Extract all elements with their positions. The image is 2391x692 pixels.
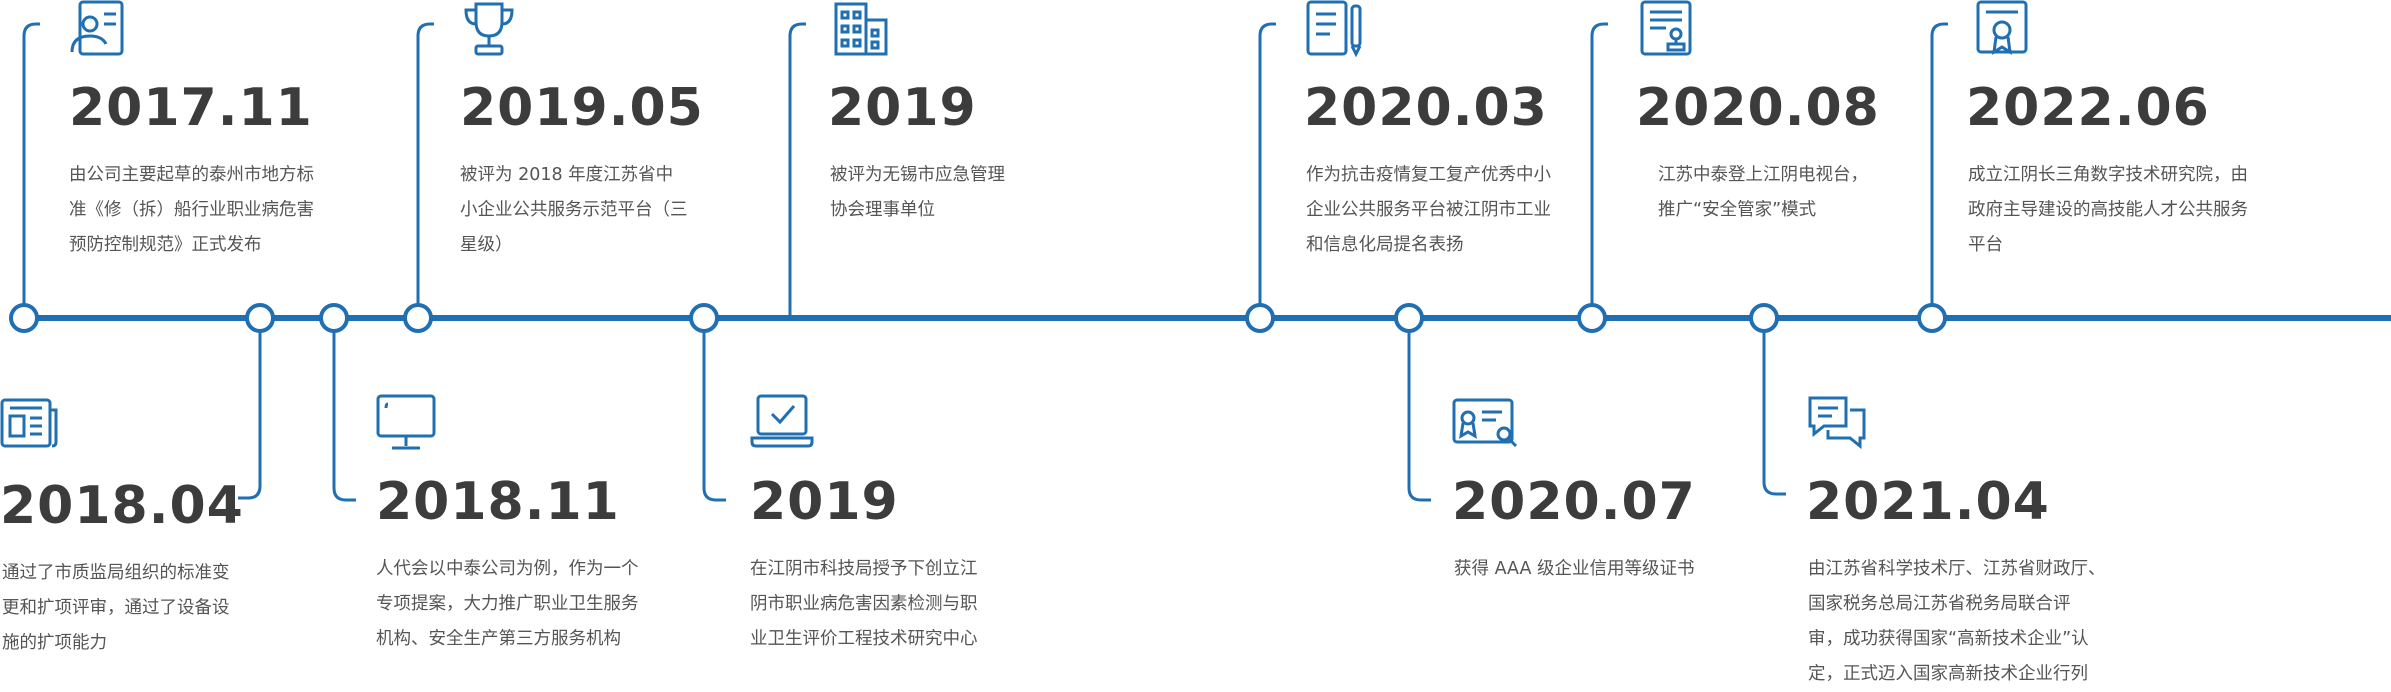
- connector-2017-11: [22, 22, 40, 306]
- connector-2020-03: [1258, 22, 1276, 306]
- connector-2018-11: [332, 330, 356, 502]
- year-2020-08: 2020.08: [1636, 78, 1880, 138]
- connector-2019-05: [416, 22, 434, 306]
- connector-2019-a: [788, 22, 806, 316]
- profile-icon: [66, 0, 126, 58]
- desc-2018-04: 通过了市质监局组织的标准变 更和扩项评审，通过了设备设 施的扩项能力: [2, 556, 230, 661]
- node-2018-04: [245, 303, 275, 333]
- desc-line: 阴市职业病危害因素检测与职: [750, 594, 978, 614]
- node-2022-06: [1917, 303, 1947, 333]
- desc-line: 准《修（拆）船行业职业病危害: [69, 200, 314, 220]
- desc-line: 预防控制规范》正式发布: [69, 235, 262, 255]
- year-2020-03: 2020.03: [1304, 78, 1548, 138]
- desc-line: 人代会以中泰公司为例，作为一个: [376, 559, 639, 579]
- desc-line: 被评为无锡市应急管理: [830, 165, 1005, 185]
- desc-line: 审，成功获得国家“高新技术企业”认: [1808, 629, 2089, 649]
- desc-line: 平台: [1968, 235, 2003, 255]
- year-2020-07: 2020.07: [1452, 472, 1696, 532]
- node-2018-11: [319, 303, 349, 333]
- year-2017-11: 2017.11: [69, 78, 313, 138]
- document-stamp-icon: [1638, 0, 1696, 58]
- desc-2020-03: 作为抗击疫情复工复产优秀中小 企业公共服务平台被江阴市工业 和信息化局提名表扬: [1306, 158, 1551, 263]
- desc-line: 业卫生评价工程技术研究中心: [750, 629, 978, 649]
- laptop-check-icon: [750, 394, 814, 450]
- connector-2020-07: [1407, 330, 1431, 502]
- node-2020-07: [1394, 303, 1424, 333]
- desc-line: 国家税务总局江苏省税务局联合评: [1808, 594, 2071, 614]
- year-2018-11: 2018.11: [376, 472, 620, 532]
- year-2021-04: 2021.04: [1806, 472, 2050, 532]
- connector-2021-04: [1762, 330, 1786, 496]
- year-2022-06: 2022.06: [1966, 78, 2210, 138]
- desc-2019-b: 在江阴市科技局授予下创立江 阴市职业病危害因素检测与职 业卫生评价工程技术研究中…: [750, 552, 978, 657]
- desc-line: 获得 AAA 级企业信用等级证书: [1454, 559, 1695, 579]
- connector-2022-06: [1930, 22, 1948, 306]
- desc-line: 小企业公共服务示范平台（三: [460, 200, 688, 220]
- desc-2020-08: 江苏中泰登上江阴电视台， 推广“安全管家”模式: [1658, 158, 1868, 228]
- connector-2019-b: [702, 330, 726, 502]
- desc-line: 江苏中泰登上江阴电视台，: [1658, 165, 1868, 185]
- certificate-search-icon: [1452, 396, 1520, 450]
- node-2019-b: [689, 303, 719, 333]
- desc-line: 作为抗击疫情复工复产优秀中小: [1306, 165, 1551, 185]
- trophy-icon: [460, 0, 518, 58]
- monitor-icon: [376, 394, 436, 452]
- desc-line: 由公司主要起草的泰州市地方标: [69, 165, 314, 185]
- desc-line: 推广“安全管家”模式: [1658, 200, 1817, 220]
- connector-2020-08: [1590, 22, 1608, 306]
- desc-line: 更和扩项评审，通过了设备设: [2, 598, 230, 618]
- desc-2019-a: 被评为无锡市应急管理 协会理事单位: [830, 158, 1005, 228]
- year-2018-04: 2018.04: [0, 476, 244, 536]
- desc-2022-06: 成立江阴长三角数字技术研究院，由 政府主导建设的高技能人才公共服务 平台: [1968, 158, 2248, 263]
- node-2021-04: [1749, 303, 1779, 333]
- desc-line: 被评为 2018 年度江苏省中: [460, 165, 674, 185]
- desc-line: 定，正式迈入国家高新技术企业行列: [1808, 664, 2088, 684]
- connector-2018-04: [238, 330, 262, 500]
- desc-line: 通过了市质监局组织的标准变: [2, 563, 230, 583]
- document-pen-icon: [1304, 0, 1364, 58]
- desc-2021-04: 由江苏省科学技术厅、江苏省财政厅、 国家税务总局江苏省税务局联合评 审，成功获得…: [1808, 552, 2106, 692]
- desc-line: 成立江阴长三角数字技术研究院，由: [1968, 165, 2248, 185]
- desc-line: 由江苏省科学技术厅、江苏省财政厅、: [1808, 559, 2106, 579]
- desc-line: 协会理事单位: [830, 200, 935, 220]
- chat-icon: [1806, 394, 1868, 452]
- desc-line: 星级）: [460, 235, 513, 255]
- desc-2018-11: 人代会以中泰公司为例，作为一个 专项提案，大力推广职业卫生服务 机构、安全生产第…: [376, 552, 639, 657]
- desc-line: 政府主导建设的高技能人才公共服务: [1968, 200, 2248, 220]
- desc-line: 企业公共服务平台被江阴市工业: [1306, 200, 1551, 220]
- node-2017-11: [9, 303, 39, 333]
- desc-line: 和信息化局提名表扬: [1306, 235, 1464, 255]
- year-2019-a: 2019: [828, 78, 977, 138]
- year-2019-05: 2019.05: [460, 78, 704, 138]
- desc-line: 施的扩项能力: [2, 633, 107, 653]
- certificate-icon: [1974, 0, 2032, 58]
- year-2019-b: 2019: [750, 472, 899, 532]
- desc-line: 在江阴市科技局授予下创立江: [750, 559, 978, 579]
- desc-line: 机构、安全生产第三方服务机构: [376, 629, 621, 649]
- node-2019-05: [403, 303, 433, 333]
- building-icon: [832, 0, 890, 58]
- desc-line: 专项提案，大力推广职业卫生服务: [376, 594, 639, 614]
- node-2020-03: [1245, 303, 1275, 333]
- newspaper-icon: [0, 396, 60, 450]
- desc-2019-05: 被评为 2018 年度江苏省中 小企业公共服务示范平台（三 星级）: [460, 158, 688, 263]
- desc-2017-11: 由公司主要起草的泰州市地方标 准《修（拆）船行业职业病危害 预防控制规范》正式发…: [69, 158, 314, 263]
- node-2020-08: [1577, 303, 1607, 333]
- desc-2020-07: 获得 AAA 级企业信用等级证书: [1454, 552, 1695, 587]
